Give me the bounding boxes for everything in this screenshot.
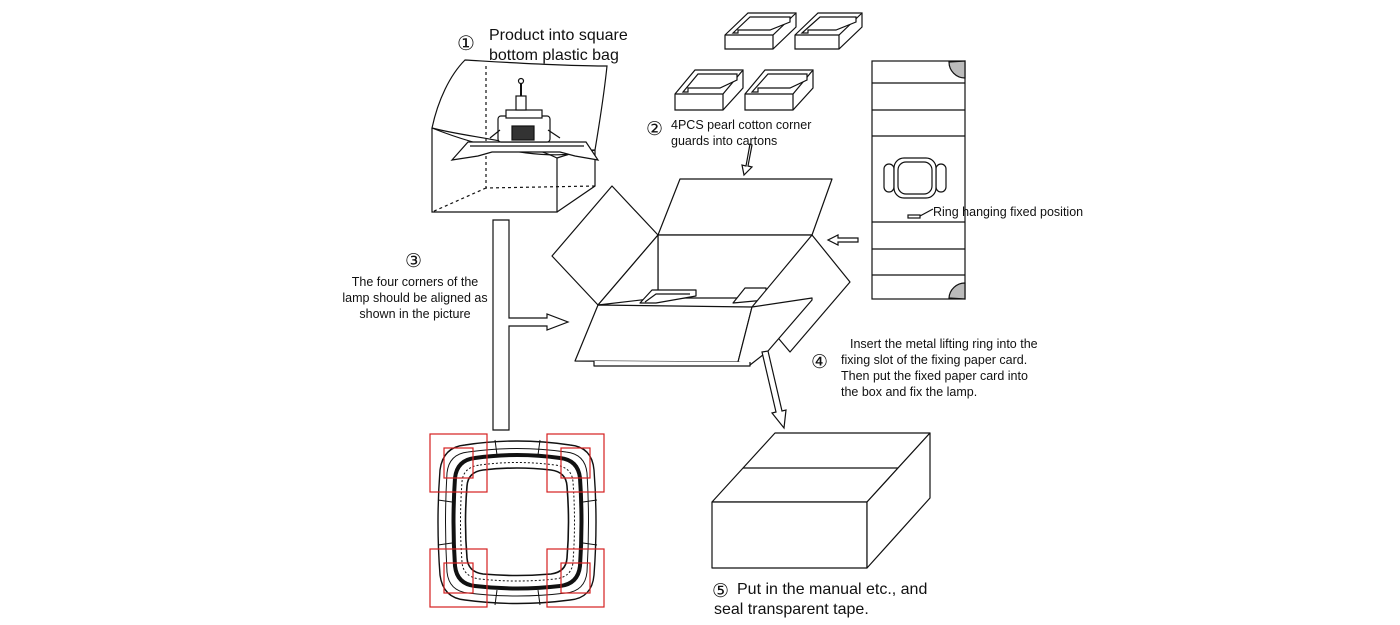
ring-slot [907, 214, 921, 219]
ring-position-callout: Ring hanging fixed position [933, 205, 1084, 219]
bracket-arrow [492, 219, 570, 431]
step-2-label: 4PCS pearl cotton corner guards into car… [671, 118, 812, 148]
step-3-label: The four corners of the lamp should be a… [342, 275, 488, 321]
fixing-paper-card [871, 60, 966, 300]
step-2-number: ② [646, 118, 664, 140]
corner-alignment-marks [429, 433, 605, 608]
arrow-box-to-closed [761, 350, 787, 430]
lamp-alignment-view [437, 439, 598, 606]
corner-guards-illustration [674, 12, 863, 111]
step-1-number: ① [457, 31, 475, 55]
step-4-number: ④ [811, 351, 829, 373]
corner-guard-4 [744, 69, 814, 111]
plastic-bag-illustration [431, 59, 608, 213]
sealed-carton-illustration [711, 432, 931, 569]
lamp-top-view [883, 157, 947, 199]
lamp-in-bag [450, 77, 600, 161]
arrow-card-to-box [826, 234, 859, 246]
corner-guard-3 [674, 69, 744, 111]
corner-guard-1 [724, 12, 797, 50]
arrow-guards-to-box [741, 143, 754, 177]
step-5-label: Put in the manual etc., and seal transpa… [714, 581, 928, 618]
step-1-label: Product into square bottom plastic bag [489, 27, 628, 64]
step-3-number: ③ [405, 250, 423, 272]
step-4-label: Insert the metal lifting ring into the f… [841, 337, 1038, 399]
corner-guard-2 [794, 12, 863, 50]
step-5-number: ⑤ [712, 580, 730, 602]
open-carton-illustration [551, 178, 851, 367]
